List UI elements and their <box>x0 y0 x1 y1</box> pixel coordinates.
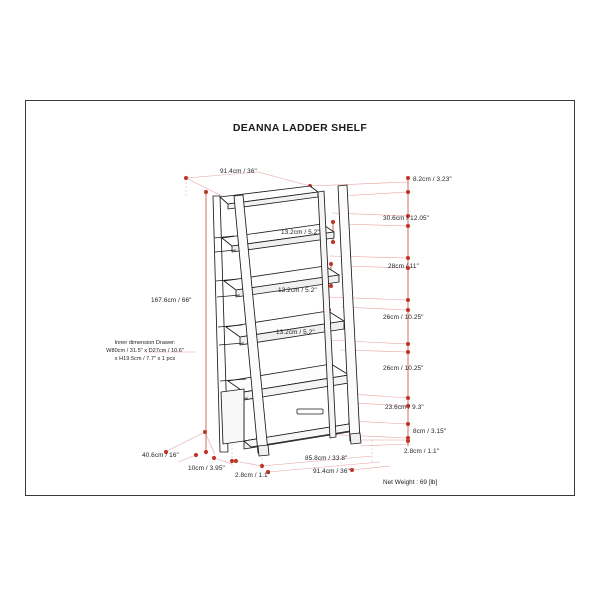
left-side-shelf-edges <box>213 235 249 401</box>
dim-shelf-2: 13.2cm / 5.2" <box>276 329 315 336</box>
dim-bottom-1: 10cm / 3.95" <box>188 465 225 472</box>
dim-right-5: 23.6cm / 9.3" <box>385 404 424 411</box>
shelf-level-2 <box>221 223 335 253</box>
dim-top-width: 91.4cm / 36" <box>220 168 257 175</box>
dim-shelf-1: 13.2cm / 5.2" <box>278 287 317 294</box>
dim-bottom-2: 2.8cm / 1.1" <box>235 472 271 479</box>
back-left-leg <box>212 195 229 453</box>
left-drawer-side <box>220 388 245 445</box>
page-title: DEANNA LADDER SHELF <box>232 122 368 134</box>
dim-bottom-4: 91.4cm / 36" <box>313 468 350 475</box>
dim-right-6: 8cm / 3.15" <box>413 428 447 435</box>
shelf-unit-drawing <box>212 184 362 457</box>
dim-right-7: 2.8cm / 1.1" <box>404 448 440 455</box>
dim-right-2: 28cm / 11" <box>388 263 419 270</box>
drawer-note-line-3: x H19.5cm / 7.7" x 1 pcs <box>114 356 176 363</box>
dim-bottom-0: 40.6cm / 16" <box>142 452 179 459</box>
foot-left <box>257 444 270 457</box>
net-weight-label: Net Weight : 69 [lb] <box>383 479 438 486</box>
back-right-leg <box>317 190 337 439</box>
drawer-handle <box>296 408 324 415</box>
dim-right-0: 8.2cm / 3.23" <box>413 176 452 183</box>
dim-right-4: 26cm / 10.25" <box>383 365 424 372</box>
drawer-note-line-2: W80cm / 31.5" x D27cm / 10.6" <box>106 348 184 355</box>
dimension-dots <box>163 175 411 475</box>
dim-right-1: 30.6cm / 12.05" <box>383 215 430 222</box>
dim-bottom-3: 85.8cm / 33.8" <box>305 455 348 462</box>
drawer-note-line-1: Inner dimension Drawer: <box>114 340 176 346</box>
drawer-inner-dimension-note: Inner dimension Drawer: W80cm / 31.5" x … <box>85 339 205 363</box>
shelf-level-3 <box>223 265 340 298</box>
dim-shelf-0: 13.2cm / 5.2" <box>281 229 320 236</box>
dim-right-3: 26cm / 10.25" <box>383 314 424 321</box>
dim-overall-height: 167.6cm / 66" <box>151 297 192 304</box>
foot-right <box>349 432 362 445</box>
